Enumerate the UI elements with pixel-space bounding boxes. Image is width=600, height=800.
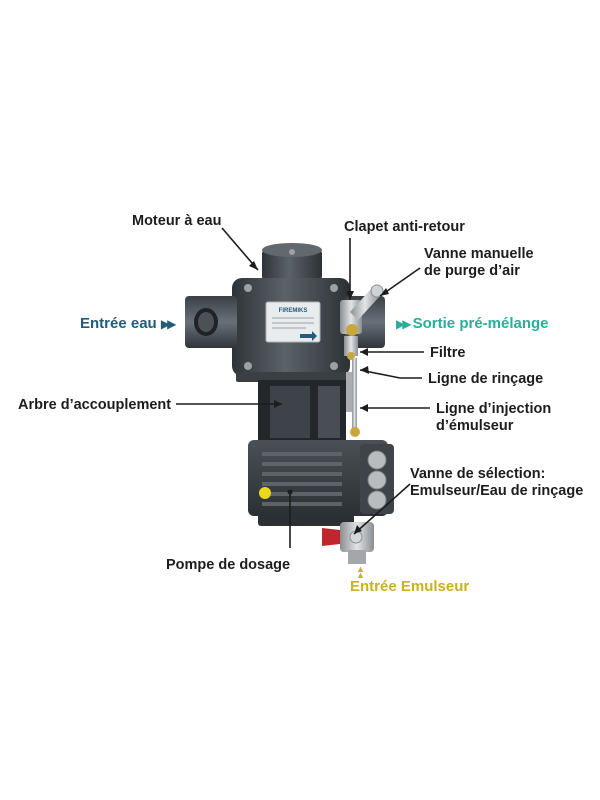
pump-indicator <box>259 487 271 499</box>
valve-assembly <box>340 284 384 437</box>
label-check-valve: Clapet anti-retour <box>344 219 465 235</box>
label-rinse-line: Ligne de rinçage <box>428 371 544 387</box>
double-chevron-right-icon: ▶▶ <box>160 317 177 331</box>
leader-rinse-line <box>359 369 422 379</box>
flow-emulsifier-inlet: ▲▲ Entrée Emulseur <box>350 564 470 596</box>
label-injection-line: Ligne d’injection d’émulseur <box>436 401 552 434</box>
label-coupling-shaft: Arbre d’accouplement <box>18 397 172 413</box>
brand-plate <box>265 301 321 343</box>
label-manual-valve: Vanne manuelle de purge d’air <box>424 246 534 279</box>
leader-selector-valve <box>353 483 411 535</box>
flow-water-inlet: Entrée eau ▶▶ <box>80 315 177 333</box>
flow-premix-outlet: ▶▶ Sortie pré-mélange <box>396 315 549 333</box>
label-dosing-pump: Pompe de dosage <box>166 557 291 573</box>
label-filter: Filtre <box>430 345 466 361</box>
brand-text: FIREMIKS <box>279 308 308 314</box>
emulsifier-inlet-text: Entrée Emulseur <box>350 578 470 595</box>
double-chevron-up-icon: ▲▲ <box>356 564 365 580</box>
label-water-motor: Moteur à eau <box>132 213 222 229</box>
dosing-pump <box>248 440 394 526</box>
double-chevron-right-icon: ▶▶ <box>396 317 412 331</box>
water-inlet-text: Entrée eau <box>80 315 157 332</box>
coupling-housing <box>258 380 346 442</box>
leader-lines <box>176 227 430 548</box>
selector-valve <box>322 522 374 564</box>
label-selector-valve: Vanne de sélection: Emulseur/Eau de rinç… <box>410 466 584 499</box>
premix-outlet-text: Sortie pré-mélange <box>412 315 549 332</box>
